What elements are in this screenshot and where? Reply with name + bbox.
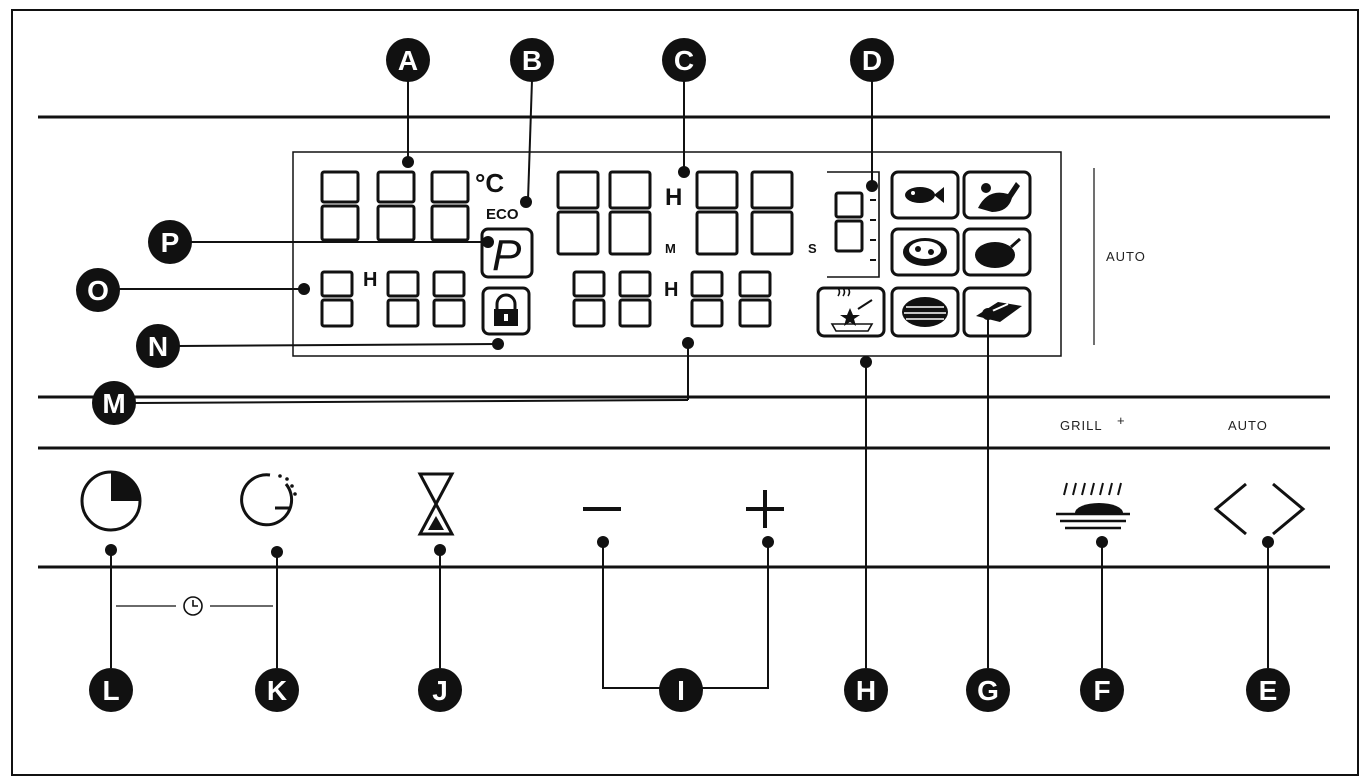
label-O: O — [76, 268, 120, 312]
fish-icon — [890, 170, 960, 220]
clock-start-button[interactable] — [80, 470, 142, 532]
plus-icon — [746, 490, 784, 528]
lock-icon — [481, 286, 531, 336]
svg-text:C: C — [674, 45, 694, 76]
grill-plus-caption: GRILL — [1060, 418, 1103, 433]
auto-arrows-button[interactable] — [1213, 482, 1306, 536]
clock-icon — [183, 596, 203, 616]
duration-hours-unit: H — [664, 279, 678, 301]
svg-text:O: O — [87, 275, 109, 306]
label-F: F — [1080, 668, 1124, 712]
eco-indicator: ECO — [486, 206, 519, 223]
label-J: J — [418, 668, 462, 712]
grill-plus-icon — [1056, 482, 1130, 530]
svg-text:A: A — [398, 45, 418, 76]
timer-icon — [240, 473, 294, 527]
label-E: E — [1246, 668, 1290, 712]
label-L: L — [89, 668, 133, 712]
label-badges: A B C D P O N M L K J I H G F E — [76, 38, 1290, 712]
label-A: A — [386, 38, 430, 82]
svg-text:N: N — [148, 331, 168, 362]
lasagne-icon — [962, 286, 1032, 338]
svg-text:D: D — [862, 45, 882, 76]
display-auto-label: AUTO — [1106, 249, 1146, 264]
svg-text:G: G — [977, 675, 999, 706]
leader-dots — [105, 156, 1274, 558]
minutes-unit: M — [665, 241, 676, 256]
clock-hours-unit: H — [363, 269, 377, 291]
svg-text:B: B — [522, 45, 542, 76]
clock-link — [116, 596, 273, 616]
roast-icon — [962, 227, 1032, 277]
auto-arrows-icon — [1213, 482, 1306, 536]
label-N: N — [136, 324, 180, 368]
svg-text:F: F — [1093, 675, 1110, 706]
label-G: G — [966, 668, 1010, 712]
hours-unit: H — [665, 184, 682, 211]
program-box — [480, 227, 534, 279]
pizza-icon — [890, 227, 960, 277]
svg-text:H: H — [856, 675, 876, 706]
leader-lines — [110, 79, 1269, 689]
program-symbol: P — [492, 231, 522, 280]
label-B: B — [510, 38, 554, 82]
plus-button[interactable] — [746, 490, 784, 528]
label-C: C — [662, 38, 706, 82]
svg-text:J: J — [432, 675, 448, 706]
label-K: K — [255, 668, 299, 712]
svg-text:E: E — [1259, 675, 1278, 706]
auto-caption: AUTO — [1228, 418, 1268, 433]
svg-text:M: M — [102, 388, 125, 419]
seconds-unit: S — [808, 241, 817, 256]
label-M: M — [92, 381, 136, 425]
svg-text:L: L — [102, 675, 119, 706]
grill-plus-button[interactable] — [1056, 482, 1130, 530]
lcd-display — [292, 151, 1062, 357]
temperature-unit: °C — [475, 168, 504, 198]
outer-frame — [11, 9, 1359, 776]
label-H: H — [844, 668, 888, 712]
grill-plus-sign: + — [1117, 413, 1126, 428]
pie-icon — [890, 286, 960, 338]
svg-text:I: I — [677, 675, 685, 706]
svg-text:K: K — [267, 675, 287, 706]
svg-text:P: P — [161, 227, 180, 258]
clock-digits — [320, 270, 466, 328]
hourglass-icon — [417, 472, 455, 536]
timer-button[interactable] — [240, 473, 297, 527]
hourglass-button[interactable] — [417, 472, 455, 536]
temperature-digits — [320, 170, 470, 242]
level-indicator — [827, 171, 880, 278]
label-I: I — [659, 668, 703, 712]
cake-icon — [816, 286, 886, 338]
label-D: D — [850, 38, 894, 82]
label-P: P — [148, 220, 192, 264]
main-time-digits — [556, 170, 794, 256]
poultry-icon — [962, 170, 1032, 220]
